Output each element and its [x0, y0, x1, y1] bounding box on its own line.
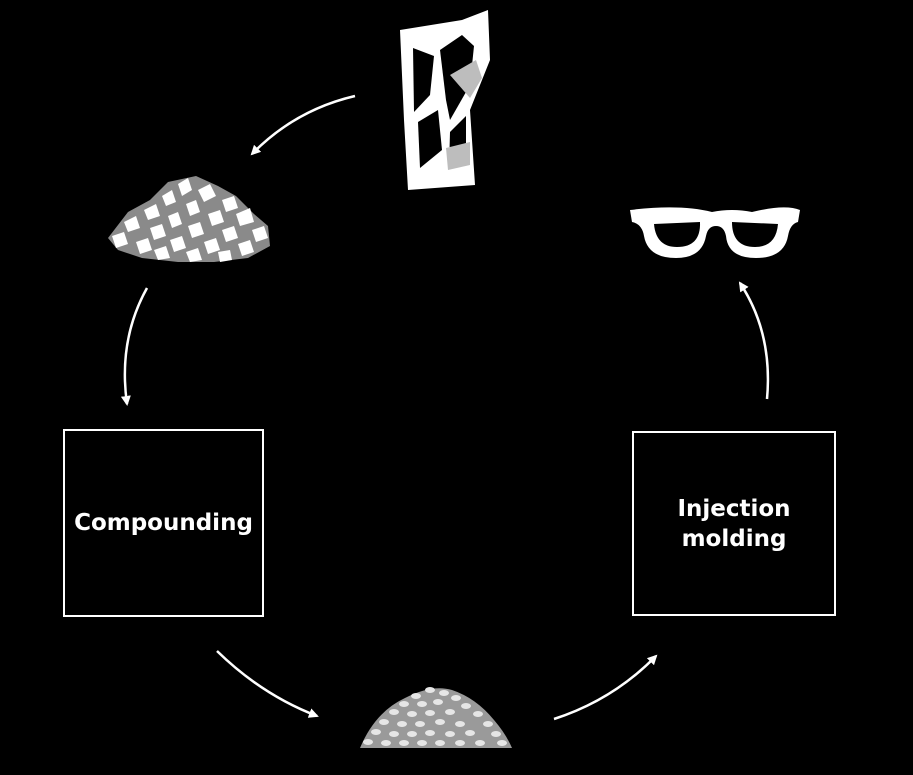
- arrow-injection-to-glasses: [738, 281, 770, 400]
- compounding-label: Compounding: [74, 510, 253, 536]
- arrow-compounding-to-granulate: [216, 650, 319, 718]
- compounding-step-box: Compounding: [63, 429, 264, 617]
- arrow-granulate-to-injection: [553, 654, 658, 721]
- arrow-flakes-to-compounding: [120, 287, 149, 406]
- arrow-brace-to-flakes: [250, 94, 356, 156]
- orthopedic-brace-icon: [400, 10, 490, 190]
- eyeglasses-icon: [630, 207, 800, 258]
- granulate-pile-icon: [360, 687, 512, 748]
- injection-molding-label: Injection molding: [677, 495, 791, 552]
- crushed-flakes-icon: [108, 176, 270, 262]
- injection-molding-step-box: Injection molding: [632, 431, 836, 616]
